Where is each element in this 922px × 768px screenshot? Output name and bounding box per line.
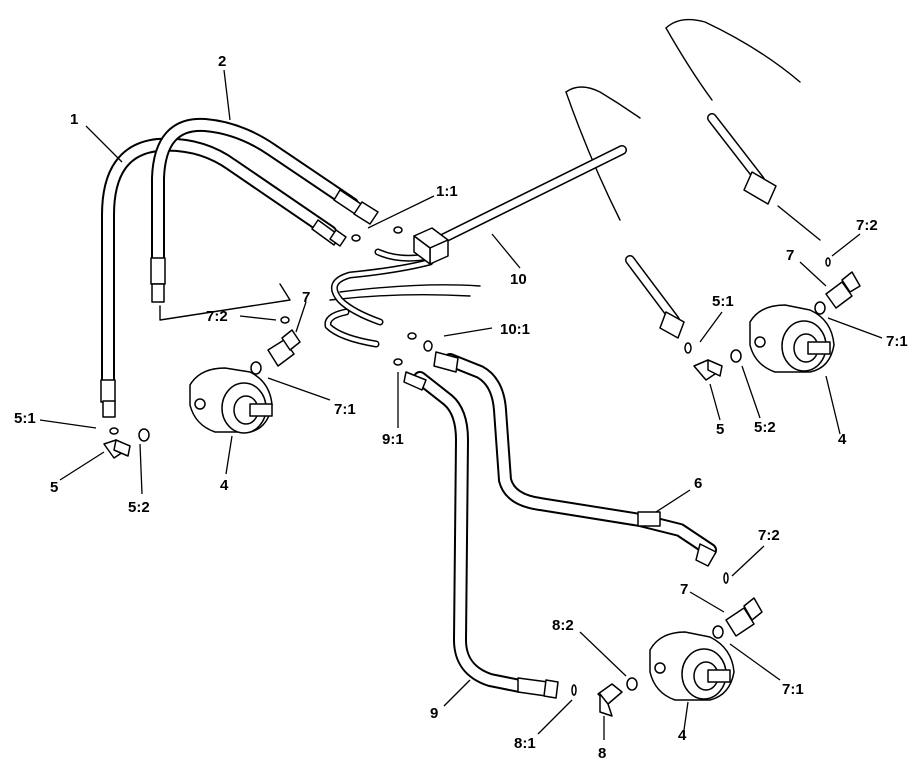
- callout-5-1-right: 5:1: [712, 293, 734, 310]
- callout-7-1-left: 7:1: [334, 401, 356, 418]
- callout-6: 6: [694, 475, 702, 492]
- hose-1-lower-fitting: [100, 379, 116, 418]
- callout-7-2-right: 7:2: [856, 217, 878, 234]
- callout-1-1: 1:1: [436, 183, 458, 200]
- callout-8: 8: [598, 745, 606, 762]
- hose-1: [101, 137, 337, 392]
- callout-9-1: 9:1: [382, 431, 404, 448]
- pump-right: [749, 304, 835, 373]
- hose-6: [433, 351, 717, 567]
- callout-labels: 1 2 1:1 10 10:1 7:2 7 7:1 5:1 5 5:2 4 9:…: [14, 53, 908, 762]
- hose-2: [151, 117, 359, 269]
- callout-7-right: 7: [786, 247, 794, 264]
- callout-5-2-left: 5:2: [128, 499, 150, 516]
- hose-1-upper-fitting: [311, 219, 347, 247]
- callout-7-1-bottom: 7:1: [782, 681, 804, 698]
- callout-8-2: 8:2: [552, 617, 574, 634]
- elbow-fitting-7-right: [825, 271, 861, 309]
- callout-1: 1: [70, 111, 78, 128]
- callout-5-2-right: 5:2: [754, 419, 776, 436]
- leader-lines: [39, 69, 883, 740]
- o-rings: [109, 226, 831, 696]
- callout-7-2-left: 7:2: [206, 308, 228, 325]
- machine-frame-outline: [329, 18, 801, 301]
- hose-middle-right: [625, 255, 685, 339]
- elbow-fitting-7-left: [267, 329, 301, 367]
- tube-10: [324, 145, 627, 348]
- elbow-fitting-5-left: [103, 439, 131, 459]
- pump-bottom: [649, 631, 735, 701]
- hose-2-path-indicator: [159, 283, 291, 321]
- callout-8-1: 8:1: [514, 735, 536, 752]
- hose-2-lower-fitting: [150, 257, 166, 303]
- callout-7-bottom: 7: [680, 581, 688, 598]
- callout-2: 2: [218, 53, 226, 70]
- callout-4-bottom: 4: [678, 727, 687, 744]
- elbow-fitting-8: [597, 683, 623, 717]
- callout-9: 9: [430, 705, 438, 722]
- callout-7-left: 7: [302, 289, 310, 306]
- elbow-fitting-5-right: [693, 359, 723, 381]
- callout-10-1: 10:1: [500, 321, 530, 338]
- callout-5-left: 5: [50, 479, 58, 496]
- callout-7-1-right: 7:1: [886, 333, 908, 350]
- callout-10: 10: [510, 271, 527, 288]
- callout-5-1-left: 5:1: [14, 410, 36, 427]
- pump-left: [189, 367, 273, 434]
- elbow-fitting-7-bottom: [725, 597, 763, 637]
- callout-7-2-bottom: 7:2: [758, 527, 780, 544]
- callout-5-right: 5: [716, 421, 724, 438]
- hose-9: [403, 371, 559, 699]
- callout-4-right: 4: [838, 431, 847, 448]
- hose-upper-right: [707, 113, 821, 241]
- tee-fitting: [413, 227, 449, 265]
- hose-2-upper-fitting: [333, 189, 379, 225]
- callout-4-left: 4: [220, 477, 229, 494]
